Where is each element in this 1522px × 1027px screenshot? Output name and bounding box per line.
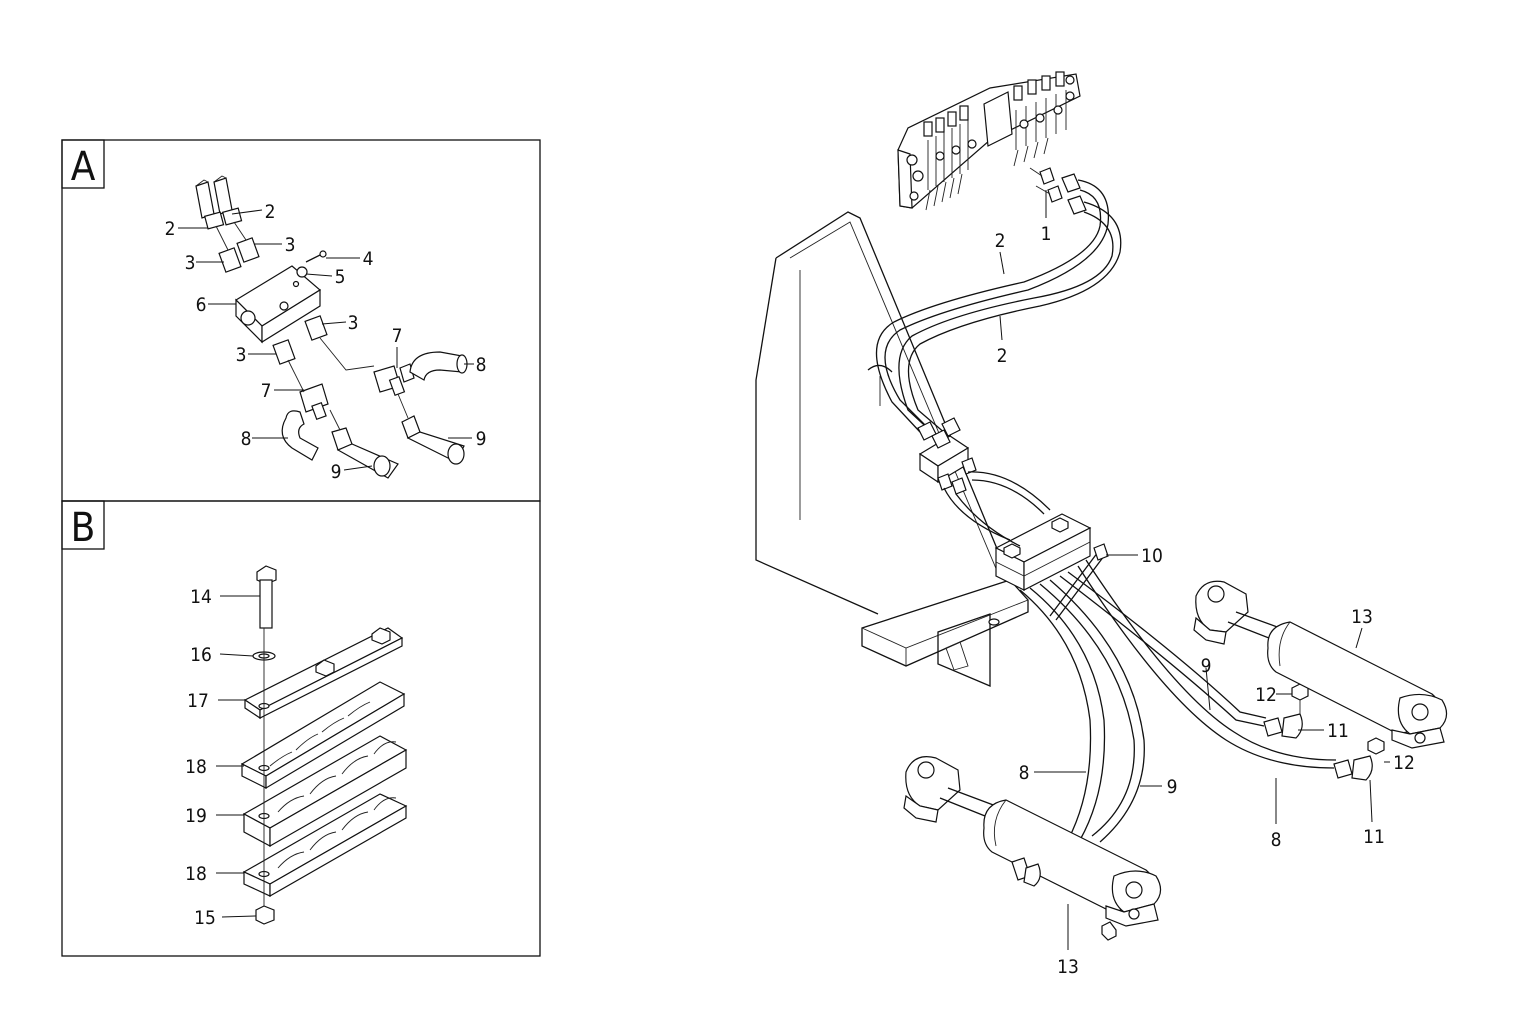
main-callouts: 1 2 2 10 13 9 12 11 12 8 11 8 9 13 xyxy=(995,223,1415,978)
right-cylinder xyxy=(1193,580,1448,749)
callout-main-2-upper: 2 xyxy=(995,230,1006,252)
panel-b-bolt xyxy=(256,565,277,629)
panel-b-plate xyxy=(243,627,404,720)
callout-a-3-right: 3 xyxy=(285,234,296,256)
callout-b-18-lower: 18 xyxy=(185,863,207,885)
callout-b-17: 17 xyxy=(187,690,209,712)
panel-a-hose-ends xyxy=(195,175,243,230)
callout-a-9-left: 9 xyxy=(331,461,342,483)
control-valve-bank xyxy=(897,71,1081,211)
callout-a-3-left: 3 xyxy=(185,252,196,274)
panel-b-clamp-upper xyxy=(240,681,406,790)
callout-a-7-left: 7 xyxy=(261,380,272,402)
panel-b-clamp-middle xyxy=(242,735,408,848)
panel-a-leaders xyxy=(178,209,474,471)
boom-manifold xyxy=(917,417,977,495)
callout-a-8-left: 8 xyxy=(241,428,252,450)
callout-a-3-mid: 3 xyxy=(348,312,359,334)
callout-b-19: 19 xyxy=(185,805,207,827)
callout-main-13-right: 13 xyxy=(1351,606,1373,628)
callout-b-18-upper: 18 xyxy=(185,756,207,778)
callout-main-8-left: 8 xyxy=(1019,762,1030,784)
callout-a-4: 4 xyxy=(363,248,374,270)
callout-a-7-right: 7 xyxy=(392,325,403,347)
callout-a-2-left: 2 xyxy=(165,218,176,240)
callout-a-6: 6 xyxy=(196,294,207,316)
hose-clamp-bracket xyxy=(994,513,1092,591)
callout-main-12-upper: 12 xyxy=(1255,684,1277,706)
callout-b-14: 14 xyxy=(190,586,212,608)
boom-frame xyxy=(755,211,1029,687)
panel-b-nut xyxy=(255,905,275,925)
panel-b-clamp-lower xyxy=(242,793,408,898)
callout-main-8-right: 8 xyxy=(1271,829,1282,851)
panel-a-lower-fittings xyxy=(272,315,468,479)
callout-main-11-lower: 11 xyxy=(1363,826,1385,848)
left-cylinder xyxy=(903,756,1162,941)
callout-a-2-right: 2 xyxy=(265,201,276,223)
callout-main-9-right: 9 xyxy=(1201,655,1212,677)
panel-a: A xyxy=(61,139,541,502)
callout-b-15: 15 xyxy=(194,907,216,929)
panel-b-letter: B xyxy=(71,505,96,551)
callout-a-8-right: 8 xyxy=(476,354,487,376)
panel-a-letter: A xyxy=(71,144,96,190)
hoses-2 xyxy=(875,173,1122,437)
main-leaders xyxy=(999,190,1390,950)
callout-b-16: 16 xyxy=(190,644,212,666)
callout-main-10: 10 xyxy=(1141,545,1163,567)
panel-b-callouts: 14 16 17 18 19 18 15 xyxy=(185,586,216,929)
callout-main-9-left: 9 xyxy=(1167,776,1178,798)
callout-main-13-left: 13 xyxy=(1057,956,1079,978)
panel-a-adapters xyxy=(215,221,260,273)
callout-a-9-right: 9 xyxy=(476,428,487,450)
hoses-to-cylinders xyxy=(943,471,1337,843)
panel-b: B xyxy=(61,500,541,957)
main-assembly: 1 2 2 10 13 9 12 11 12 8 11 8 9 13 xyxy=(755,71,1448,978)
callout-main-11-upper: 11 xyxy=(1327,720,1349,742)
panel-b-leaders xyxy=(216,595,260,918)
callout-main-2-lower: 2 xyxy=(997,345,1008,367)
callout-a-3-lower: 3 xyxy=(236,344,247,366)
callout-main-12-lower: 12 xyxy=(1393,752,1415,774)
callout-a-5: 5 xyxy=(335,266,346,288)
callout-main-1: 1 xyxy=(1041,223,1052,245)
panel-a-callouts: 2 2 3 3 4 5 6 3 3 7 8 7 8 9 9 xyxy=(165,201,487,483)
cylinder-fittings xyxy=(1263,683,1385,781)
panel-a-valve-block xyxy=(235,250,327,344)
